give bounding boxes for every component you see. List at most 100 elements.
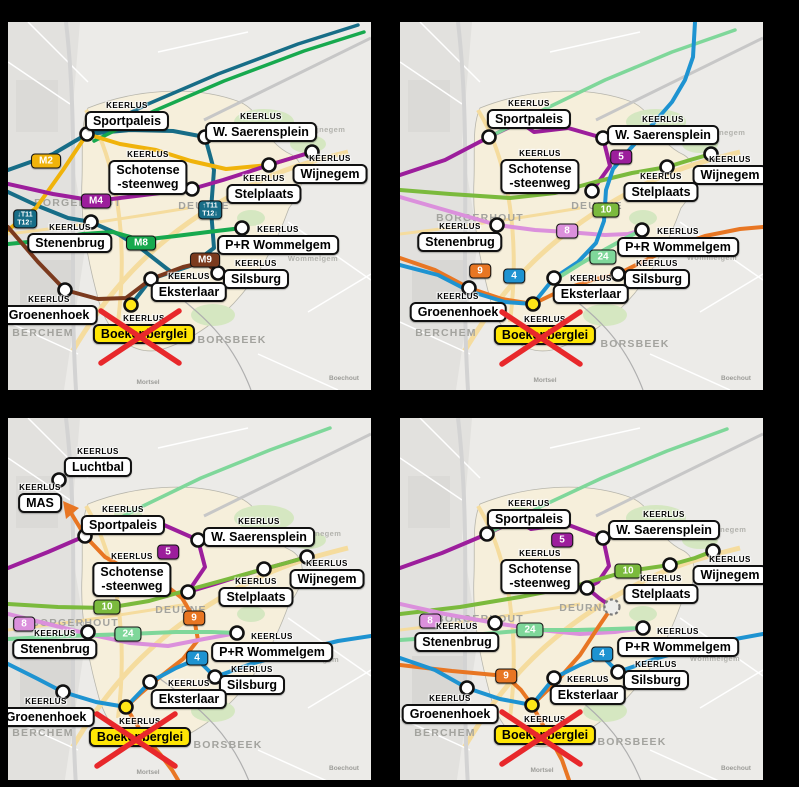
keerlus-caption: KEERLUS — [657, 627, 699, 636]
route-line-8 — [8, 612, 239, 648]
station-name: Silsburg — [222, 269, 290, 290]
station-marker-highlighted — [118, 699, 134, 715]
route-badge-4: 4 — [591, 646, 613, 662]
route-badge-10: 10 — [614, 563, 642, 579]
station-name: Schotense -steenweg — [500, 159, 580, 194]
station-marker — [304, 144, 320, 160]
station-marker — [256, 561, 272, 577]
route-arrow-icon — [63, 501, 79, 519]
area-label-borsbeek: BORSBEEK — [193, 739, 262, 751]
route-badge-9: 9 — [183, 610, 205, 626]
station-marker — [142, 674, 158, 690]
keerlus-caption: KEERLUS — [238, 517, 280, 526]
station-marker — [80, 624, 96, 640]
route-line-8 — [400, 195, 644, 237]
keerlus-caption: KEERLUS — [567, 675, 609, 684]
keerlus-caption: KEERLUS — [636, 259, 678, 268]
station-marker — [705, 543, 721, 559]
station-name: Luchtbal — [63, 457, 133, 478]
station-name: W. Saerensplein — [205, 122, 317, 143]
map-panel-bottom-left: BORGERHOUTDEURNEBERCHEMBORSBEEKWommelgem… — [8, 418, 371, 780]
route-badge-24: 24 — [589, 249, 617, 265]
keerlus-caption: KEERLUS — [508, 499, 550, 508]
area-label-wommelgem: Wommelgem — [690, 654, 740, 663]
route-line-5 — [400, 120, 612, 193]
area-label-deurne: DEURNE — [559, 602, 611, 614]
station-marker — [461, 280, 477, 296]
station-marker — [261, 157, 277, 173]
station-name: P+R Wommelgem — [617, 237, 739, 258]
area-label-wommelgem: Wommelgem — [288, 254, 338, 263]
keerlus-caption: KEERLUS — [119, 717, 161, 726]
keerlus-caption: KEERLUS — [243, 174, 285, 183]
keerlus-caption: KEERLUS — [168, 272, 210, 281]
station-name: Boekenberglei — [92, 324, 196, 345]
keerlus-caption: KEERLUS — [123, 314, 165, 323]
keerlus-caption: KEERLUS — [570, 274, 612, 283]
station-name: Wijnegem — [292, 164, 368, 185]
route-badge-10: 10 — [592, 202, 620, 218]
area-label-borsbeek: BORSBEEK — [600, 338, 669, 350]
route-line-24 — [551, 228, 644, 283]
keerlus-caption: KEERLUS — [106, 101, 148, 110]
station-name: Boekenberglei — [493, 725, 597, 746]
area-label-mortsel: Mortsel — [533, 377, 556, 384]
area-label-boechout: Boechout — [329, 375, 360, 382]
station-marker — [579, 580, 595, 596]
area-label-borsbeek: BORSBEEK — [597, 736, 666, 748]
station-marker — [234, 220, 250, 236]
station-name: Stenenbrug — [12, 639, 98, 660]
station-marker — [83, 214, 99, 230]
route-badge-m4: M4 — [81, 193, 111, 209]
station-name: Eksterlaar — [552, 284, 630, 305]
route-badge-t11-t12: ↑T11 T12↓ — [198, 200, 222, 220]
keerlus-caption: KEERLUS — [508, 99, 550, 108]
station-name: Schotense -steenweg — [108, 160, 188, 195]
keerlus-caption: KEERLUS — [34, 629, 76, 638]
station-marker-highlighted — [123, 297, 139, 313]
station-marker — [481, 129, 497, 145]
route-badge-8: 8 — [419, 613, 441, 629]
keerlus-caption: KEERLUS — [709, 155, 751, 164]
station-name: Boekenberglei — [88, 727, 192, 748]
station-marker — [51, 472, 67, 488]
keerlus-caption: KEERLUS — [642, 115, 684, 124]
route-line-m2 — [8, 132, 314, 232]
route-line-4 — [400, 22, 697, 306]
keerlus-caption: KEERLUS — [519, 149, 561, 158]
keerlus-caption: KEERLUS — [657, 227, 699, 236]
station-name: Wijnegem — [692, 165, 763, 186]
station-marker — [180, 584, 196, 600]
area-label-berchem: BERCHEM — [414, 727, 476, 739]
keerlus-caption: KEERLUS — [519, 549, 561, 558]
keerlus-caption: KEERLUS — [240, 112, 282, 121]
route-badge-5: 5 — [157, 544, 179, 560]
keerlus-caption: KEERLUS — [168, 679, 210, 688]
station-marker — [546, 670, 562, 686]
station-marker-highlighted — [525, 296, 541, 312]
station-name: P+R Wommelgem — [211, 642, 333, 663]
